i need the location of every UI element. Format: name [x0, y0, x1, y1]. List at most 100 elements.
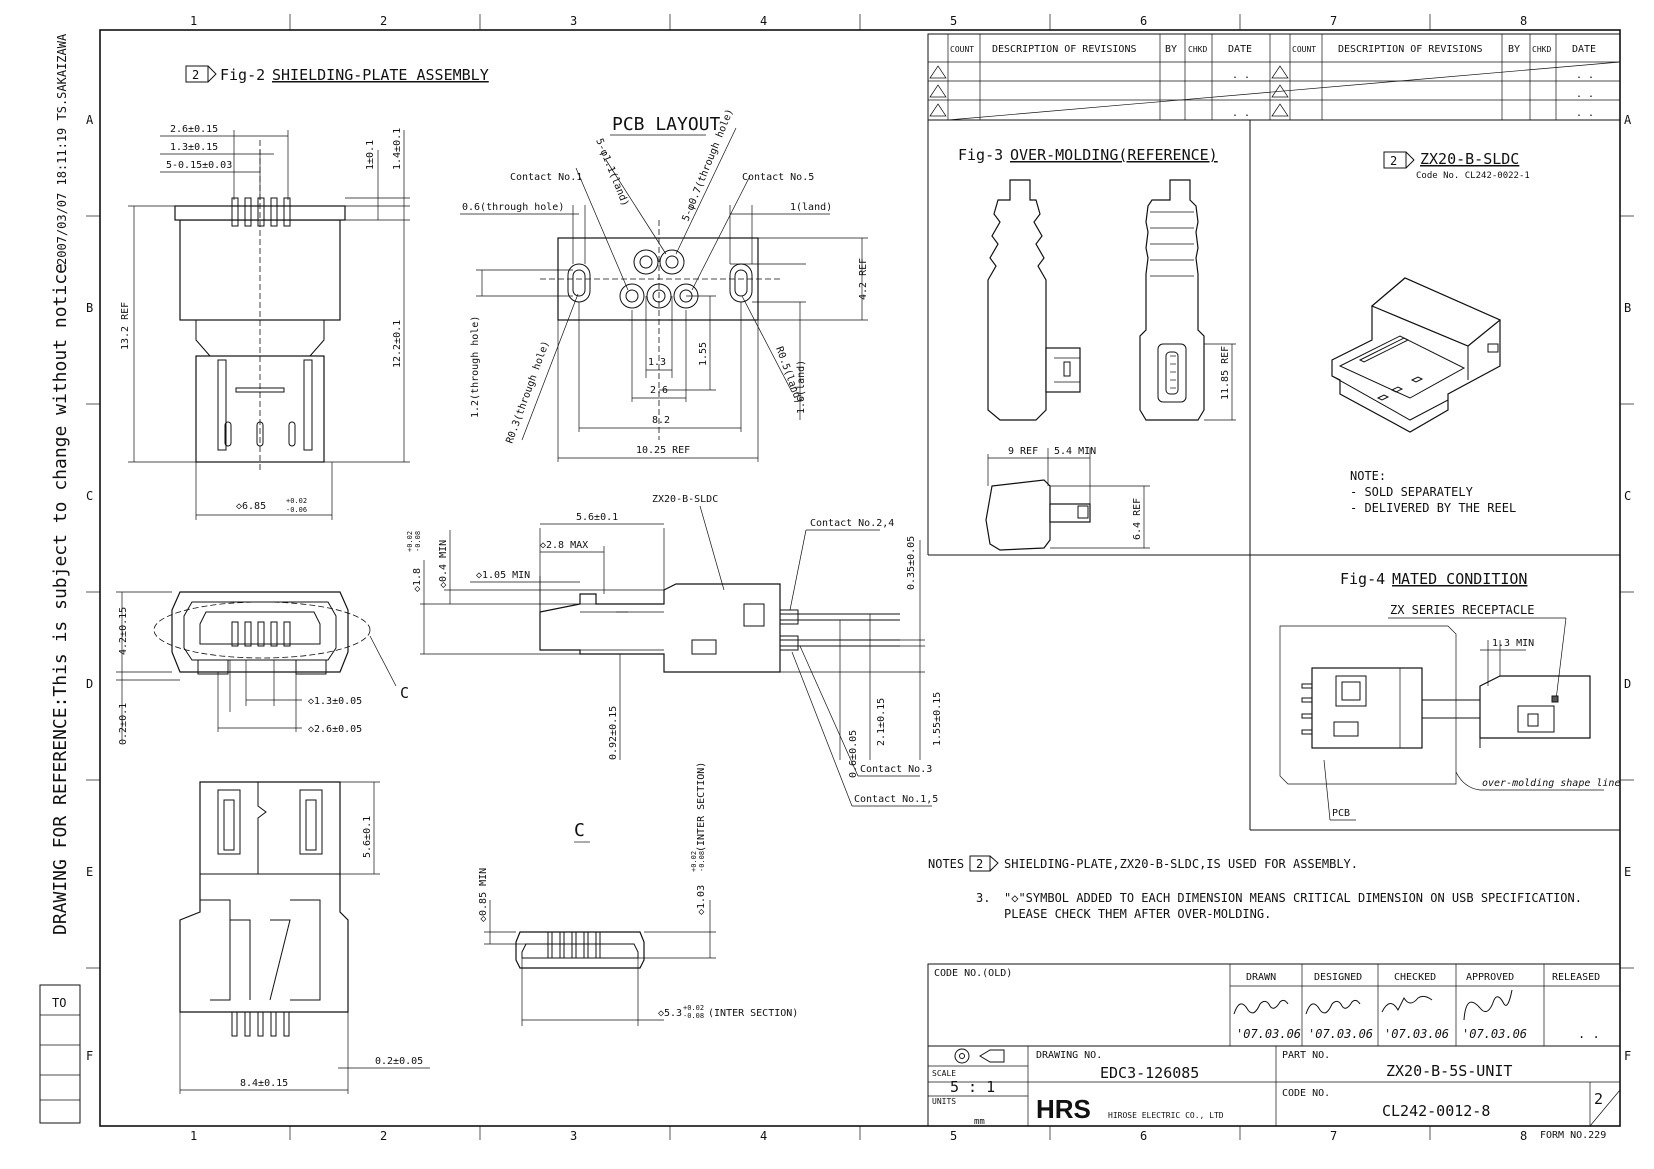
tb-code-no: CL242-0012-8 — [1382, 1102, 1490, 1120]
dim-label: ◇0.85 MIN — [478, 868, 489, 922]
tb-approved: APPROVED — [1466, 972, 1514, 983]
dim-label: ◇5.3 — [658, 1008, 682, 1019]
side-part-label: ZX20-B-SLDC — [652, 494, 718, 505]
section-c: C ◇0.85 MIN ◇1.03 +0.02 -0.08 (INTER SEC… — [478, 762, 798, 1026]
signature-approved — [1463, 989, 1513, 1021]
tb-drawing-no-label: DRAWING NO. — [1036, 1050, 1102, 1061]
pcb-ref42: 4.2 REF — [858, 258, 869, 300]
tb-date-drawn: '07.03.06 — [1236, 1027, 1301, 1041]
dim-label: 0.2±0.1 — [118, 703, 129, 745]
sldc-marker: 2 — [1390, 154, 1397, 168]
row-label: A — [1624, 113, 1632, 127]
tb-released: RELEASED — [1552, 972, 1600, 983]
right-area-boxes — [927, 120, 1620, 831]
tb-code-no-label: CODE NO. — [1282, 1088, 1330, 1099]
row-labels-right: A B C D E F — [1624, 113, 1632, 1063]
to-box: TO — [39, 984, 81, 1124]
pcb-d13: 1.3 — [648, 357, 666, 368]
fig2-top-view — [174, 140, 346, 470]
row-label: F — [1624, 1049, 1631, 1063]
dim-label: ◇2.6±0.05 — [308, 724, 362, 735]
row-labels-left: A B C D E F — [86, 113, 94, 1063]
section-c-title: C — [574, 820, 585, 841]
tb-date-checked: '07.03.06 — [1384, 1027, 1449, 1041]
col-label: 6 — [1140, 14, 1147, 28]
col-label: 7 — [1330, 14, 1337, 28]
tb-units: mm — [974, 1117, 985, 1127]
fig2-bottom-view: 5.6±0.1 0.2±0.05 8.4±0.15 — [179, 781, 430, 1094]
rev-date-dots: . . — [1576, 108, 1594, 119]
sldc-note1: - SOLD SEPARATELY — [1350, 485, 1474, 499]
tb-company: HIROSE ELECTRIC CO., LTD — [1108, 1111, 1224, 1120]
tb-sheet: 2 — [1594, 1090, 1603, 1108]
form-number: FORM NO.229 — [1540, 1130, 1606, 1141]
col-label: 4 — [760, 14, 767, 28]
dim-label: 9 REF — [1008, 446, 1038, 457]
dim-label: 2.6±0.15 — [170, 124, 218, 135]
col-label: 8 — [1520, 1129, 1527, 1143]
side-reference-notice: DRAWING FOR REFERENCE:This is subject to… — [50, 263, 71, 935]
rev-date-dots: . . — [1576, 70, 1594, 81]
dim-label: (INTER SECTION) — [708, 1008, 798, 1019]
dim-label: 2.1±0.15 — [876, 698, 887, 746]
fig4-overmold: over-molding shape line — [1482, 778, 1620, 789]
dim-label: ◇1.3±0.05 — [308, 696, 362, 707]
row-label: B — [1624, 301, 1631, 315]
dim-label: -0.08 — [698, 851, 706, 872]
rev-header-chkd: CHKD — [1532, 45, 1551, 54]
dim-label: 5-0.15±0.03 — [166, 160, 232, 171]
tb-part-no-label: PART NO. — [1282, 1050, 1330, 1061]
dim-label: 4.2±0.15 — [118, 607, 129, 655]
to-label: TO — [52, 996, 66, 1010]
pcb-th06: 0.6(through hole) — [462, 202, 564, 213]
fig4-subtitle: MATED CONDITION — [1392, 570, 1527, 588]
side-contact3: Contact No.3 — [860, 764, 932, 775]
note-3-line1: "◇"SYMBOL ADDED TO EACH DIMENSION MEANS … — [1004, 891, 1582, 905]
dim-label: ◇0.4 MIN — [438, 540, 449, 588]
sldc-note-title: NOTE: — [1350, 469, 1386, 483]
notes-label: NOTES — [928, 857, 964, 871]
dim-label: 5.6±0.1 — [576, 512, 618, 523]
pcb-contact5: Contact No.5 — [742, 172, 814, 183]
fig2-front-view: ◇1.3±0.05 ◇2.6±0.05 4.2±0.15 0.2±0.1 C — [116, 591, 409, 745]
col-label: 1 — [190, 1129, 197, 1143]
dim-label: 12.2±0.1 — [392, 320, 403, 368]
tb-released-dots: . . — [1578, 1027, 1600, 1041]
rev-header-chkd: CHKD — [1188, 45, 1207, 54]
side-contact24: Contact No.2,4 — [810, 518, 894, 529]
dim-label: 11.85 REF — [1220, 346, 1231, 400]
dim-label: -0.08 — [683, 1012, 704, 1020]
row-label: C — [86, 489, 93, 503]
rev-header-description: DESCRIPTION OF REVISIONS — [992, 44, 1137, 55]
rev-header-count: COUNT — [950, 45, 974, 54]
pcb-l16: 1.6(land) — [796, 360, 807, 414]
col-label: 8 — [1520, 14, 1527, 28]
note-3-line2: PLEASE CHECK THEM AFTER OVER-MOLDING. — [1004, 907, 1271, 921]
fig2-marker: 2 — [192, 68, 199, 82]
tb-scale-label: SCALE — [932, 1069, 956, 1078]
dim-label: 1.3±0.15 — [170, 142, 218, 153]
dim-label: 0.35±0.05 — [906, 536, 917, 590]
dim-label: 5.6±0.1 — [362, 816, 373, 858]
dim-label: -0.06 — [286, 506, 307, 514]
dim-label: 1.4±0.1 — [392, 128, 403, 170]
fig3-bottom-overmold: 9 REF 5.4 MIN 6.4 REF — [985, 446, 1150, 551]
side-contact15: Contact No.1,5 — [854, 794, 938, 805]
fig3-label: Fig-3 — [958, 146, 1003, 164]
pcb-layout: PCB LAYOUT Contact No.1 Contact No.5 5-φ… — [460, 107, 869, 462]
fig4-plug — [1301, 667, 1480, 749]
fig3: Fig-3 OVER-MOLDING(REFERENCE) — [958, 146, 1236, 551]
pcb-contact1: Contact No.1 — [510, 172, 582, 183]
fig4-receptacle-body — [1479, 617, 1591, 748]
dim-label: +0.02 — [683, 1004, 704, 1012]
fig2-top-dimensions: 2.6±0.15 1.3±0.15 5-0.15±0.03 1±0.1 1.4±… — [120, 124, 410, 520]
tb-part-no: ZX20-B-5S-UNIT — [1386, 1062, 1512, 1080]
note-2: SHIELDING-PLATE,ZX20-B-SLDC,IS USED FOR … — [1004, 857, 1358, 871]
tb-code-old: CODE NO.(OLD) — [934, 968, 1012, 979]
side-timestamp: 2007/03/07 18:11:19 TS.SAKAIZAWA — [55, 33, 69, 265]
tb-date-designed: '07.03.06 — [1308, 1027, 1373, 1041]
note-3-number: 3. — [976, 891, 990, 905]
pcb-d1025: 10.25 REF — [636, 445, 690, 456]
row-label: D — [1624, 677, 1631, 691]
dim-label: -0.08 — [414, 531, 422, 552]
